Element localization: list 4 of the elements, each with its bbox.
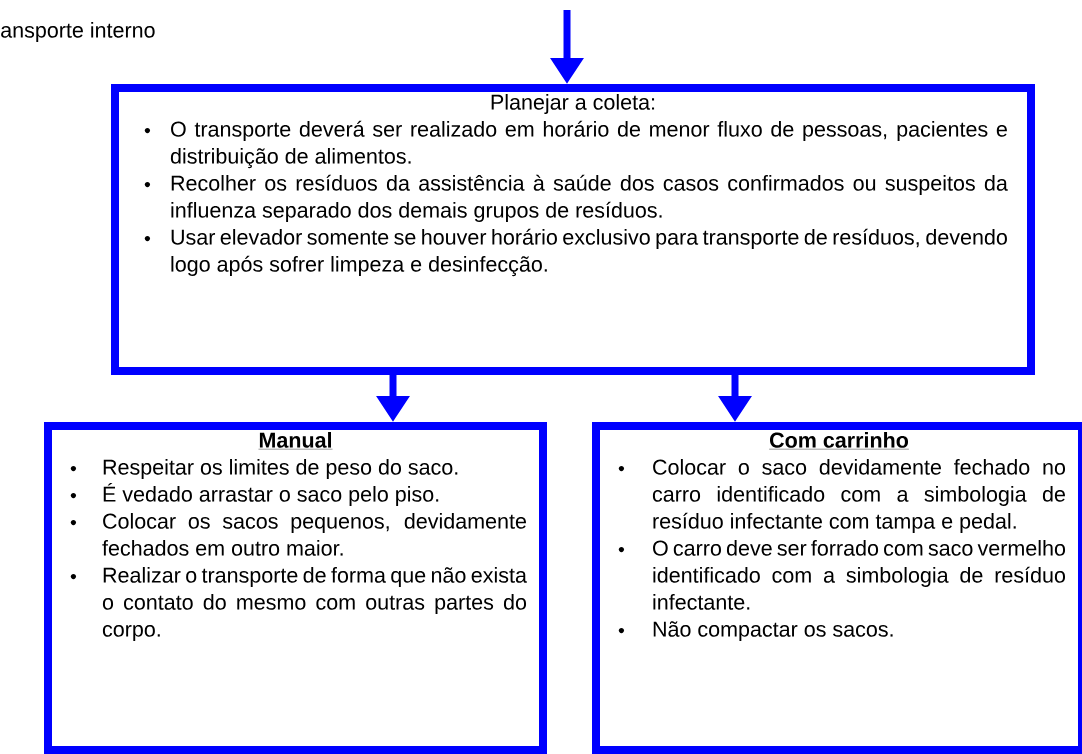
text-box: Manual Respeitar os limites de peso do saco. É vedado arrastar o saco pelo piso. Colocar os sacos pequenos, devidamente fechados em outro maior. Realizar o transporte de forma que não exista o contato do mesmo com outras partes do corpo. xyxy=(44,422,547,754)
label-text: ansporte interno xyxy=(1,22,155,43)
text-box: Com carrinho Colocar o saco devidamente fechado no carro identificado com a simbologia de resíduo infectante com tampa e pedal. O carro deve ser forrado com saco vermelho identificado com a simbologia de resíduo infectante. Não compactar os sacos. xyxy=(592,422,1082,754)
text-box: Planejar a coleta: O transporte deverá ser realizado em horário de menor fluxo de pessoas, pacientes e distribuição de alimentos. Recolher os resíduos da assistência à saúde dos casos confirmados ou suspeitos da influenza separado dos demais grupos de resíduos. Usar elevador somente se houver horário exclusivo para transporte de resíduos, devendo logo após sofrer limpeza e desinfecção. xyxy=(111,84,1035,375)
